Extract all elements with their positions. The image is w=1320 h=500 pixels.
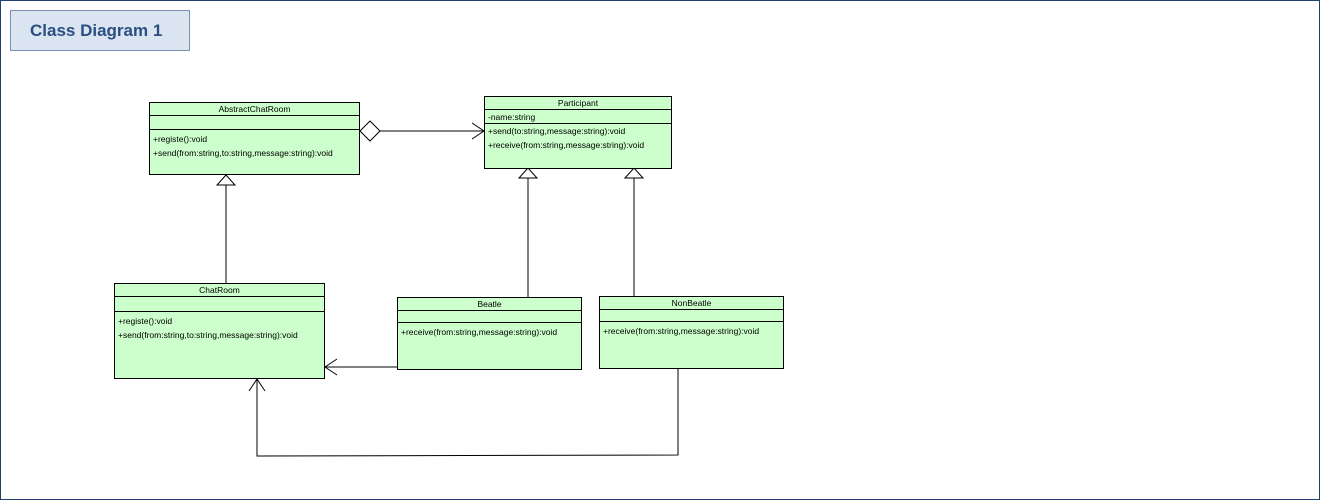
operation: +registe():void: [153, 134, 208, 144]
class-nonbeatle[interactable]: NonBeatle +receive(from:string,message:s…: [599, 296, 784, 369]
attributes-compartment: [398, 311, 581, 323]
association-arrowhead: [248, 378, 266, 392]
association-arrowhead: [324, 358, 338, 376]
aggregation-abstractchatroom-participant: [359, 120, 485, 142]
attributes-compartment: [600, 310, 783, 322]
class-name: NonBeatle: [600, 297, 783, 310]
operation: +send(from:string,to:string,message:stri…: [118, 330, 298, 340]
operations-compartment: +registe():void +send(from:string,to:str…: [115, 312, 324, 342]
operations-compartment: +send(to:string,message:string):void +re…: [485, 124, 671, 152]
association-beatle-chatroom: [324, 358, 397, 376]
generalization-nonbeatle-participant: [623, 167, 645, 296]
operation: +registe():void: [118, 316, 173, 326]
class-abstractchatroom[interactable]: AbstractChatRoom +registe():void +send(f…: [149, 102, 360, 175]
generalization-triangle: [215, 174, 237, 186]
operation: +send(to:string,message:string):void: [488, 126, 626, 136]
class-participant[interactable]: Participant -name:string +send(to:string…: [484, 96, 672, 169]
attributes-compartment: [150, 116, 359, 130]
operations-compartment: +registe():void +send(from:string,to:str…: [150, 130, 359, 160]
operation: +send(from:string,to:string,message:stri…: [153, 148, 333, 158]
operations-compartment: +receive(from:string,message:string):voi…: [398, 323, 581, 339]
attributes-compartment: [115, 297, 324, 312]
class-chatroom[interactable]: ChatRoom +registe():void +send(from:stri…: [114, 283, 325, 379]
generalization-beatle-participant: [517, 167, 539, 297]
operation: +receive(from:string,message:string):voi…: [401, 327, 558, 337]
class-name: Participant: [485, 97, 671, 110]
class-name: ChatRoom: [115, 284, 324, 297]
operation: +receive(from:string,message:string):voi…: [488, 140, 645, 150]
class-name: Beatle: [398, 298, 581, 311]
operation: +receive(from:string,message:string):voi…: [603, 326, 760, 336]
attributes-compartment: -name:string: [485, 110, 671, 124]
attribute: -name:string: [488, 112, 536, 122]
generalization-triangle: [517, 167, 539, 179]
operations-compartment: +receive(from:string,message:string):voi…: [600, 322, 783, 338]
association-nonbeatle-chatroom: [248, 369, 679, 457]
aggregation-diamond: [359, 120, 381, 142]
diagram-title: Class Diagram 1: [10, 10, 190, 51]
generalization-chatroom-abstractchatroom: [215, 174, 237, 284]
class-beatle[interactable]: Beatle +receive(from:string,message:stri…: [397, 297, 582, 370]
class-name: AbstractChatRoom: [150, 103, 359, 116]
generalization-triangle: [623, 167, 645, 179]
